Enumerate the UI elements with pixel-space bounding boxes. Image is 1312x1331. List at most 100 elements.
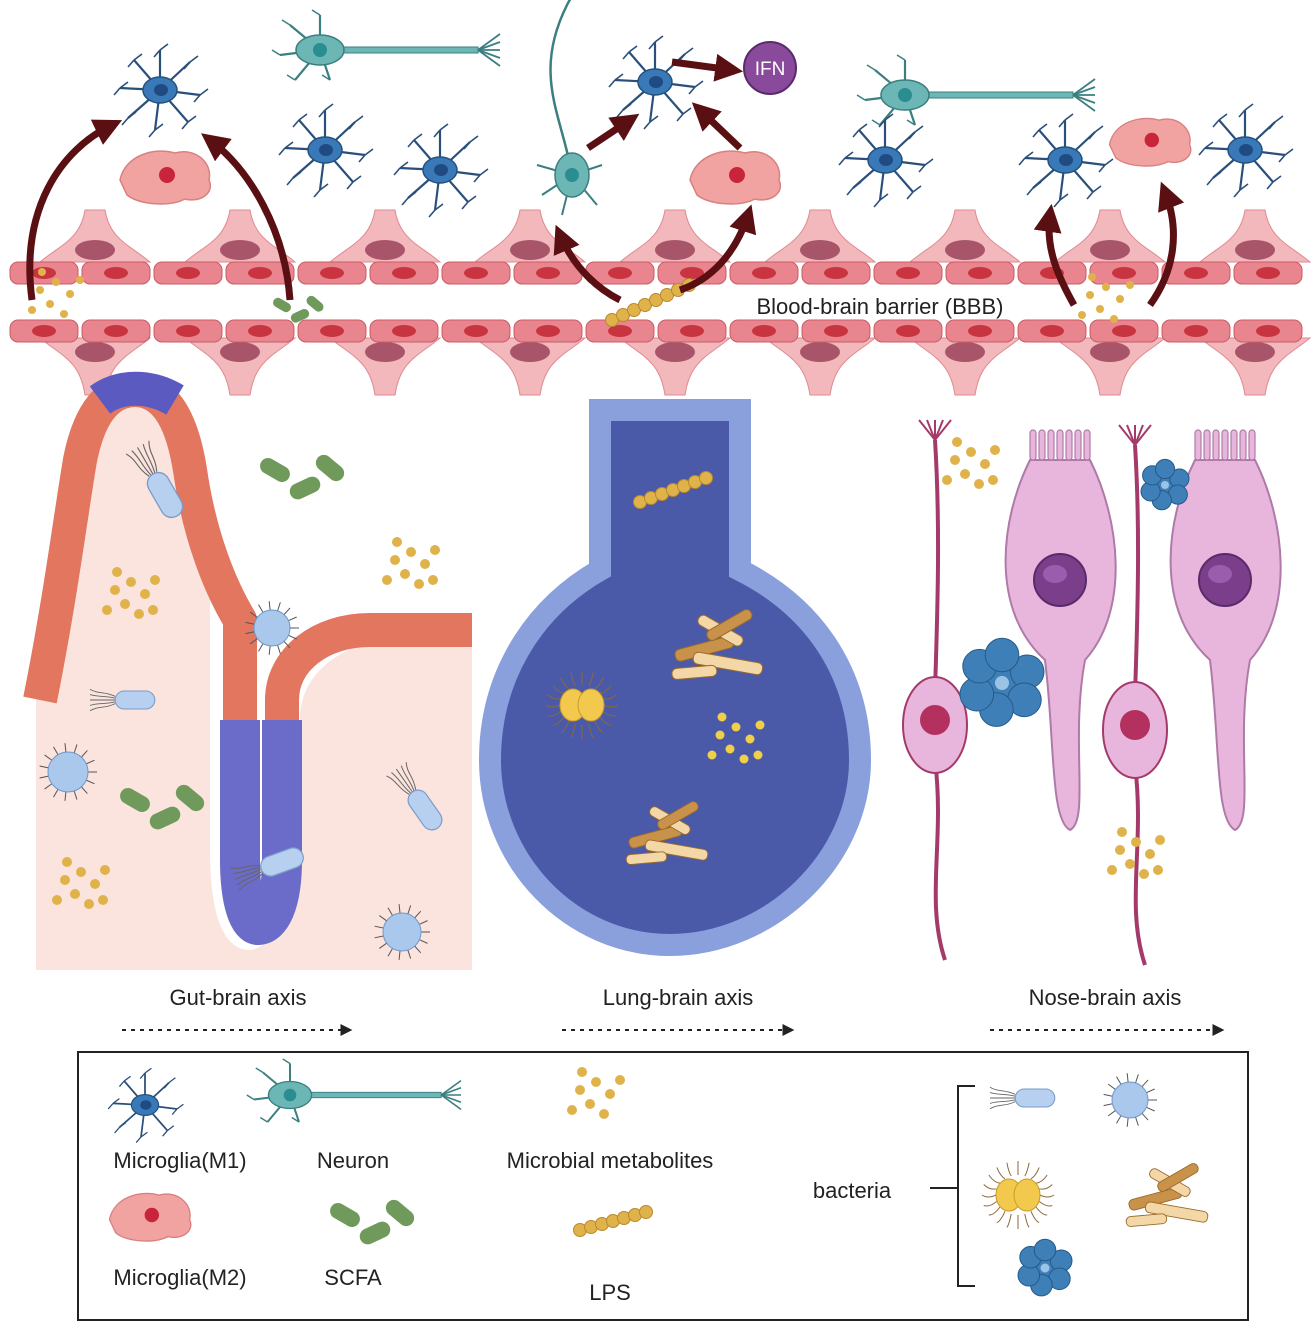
astrocyte-endfoot	[908, 337, 1022, 396]
rod-bacterium	[230, 847, 304, 891]
microglia-m1	[1018, 113, 1114, 208]
arrow-lung-right	[678, 204, 757, 294]
neuron	[246, 1058, 462, 1123]
astrocyte-endfoot	[183, 337, 297, 396]
rod-bacterium	[989, 1086, 1056, 1110]
neuron	[856, 54, 1096, 126]
rod-bacterium	[386, 762, 443, 831]
spiky-bacterium	[245, 601, 299, 655]
astrocyte-endfoot	[618, 337, 732, 396]
brain-cells-layer	[113, 0, 1294, 218]
arrow-gut-right	[201, 133, 294, 301]
astrocyte-endfoot	[1198, 337, 1312, 396]
endothelial-nucleus	[896, 325, 920, 337]
spiky-bacterium	[1103, 1073, 1157, 1127]
endothelial-nucleus	[392, 267, 416, 279]
microglia-m1	[113, 43, 209, 138]
bbb-label: Blood-brain barrier (BBB)	[757, 294, 1004, 319]
arrow-nose-right	[1147, 181, 1185, 308]
astrocyte-nucleus	[220, 240, 260, 260]
legend-box	[77, 1051, 1249, 1321]
microglia-m1	[393, 123, 489, 218]
lps-chain	[633, 471, 713, 509]
endothelial-nucleus	[1184, 267, 1208, 279]
blood-brain-barrier	[9, 209, 1312, 396]
arrow-m2-to-m1	[691, 102, 743, 151]
endothelial-nucleus	[968, 267, 992, 279]
astrocyte-nucleus	[365, 342, 405, 362]
lung-brain-axis-label: Lung-brain axis	[603, 985, 753, 1010]
endothelial-nucleus	[464, 267, 488, 279]
legend-scfa-label: SCFA	[324, 1265, 382, 1290]
cluster-bacterium	[1017, 1238, 1073, 1297]
endothelial-nucleus	[752, 325, 776, 337]
legend-microglia-m2-label: Microglia(M2)	[113, 1265, 246, 1290]
endothelial-nucleus	[104, 267, 128, 279]
legend-lps-label: LPS	[589, 1280, 631, 1305]
gut-crypt-epithelium	[220, 720, 302, 945]
arrow-lung-left	[553, 224, 622, 304]
microbial-metabolites	[942, 437, 1000, 489]
nose-panel	[902, 419, 1282, 966]
endothelial-nucleus	[536, 267, 560, 279]
microglia-m1	[107, 1067, 184, 1144]
cluster-bacterium	[959, 637, 1045, 727]
branched-bacterium	[1125, 1163, 1209, 1227]
lps-chain	[573, 1205, 653, 1237]
scfa	[273, 295, 324, 323]
migration-arrows	[26, 53, 1185, 308]
arrow-m1-to-ifn	[671, 53, 744, 82]
astrocyte-nucleus	[655, 240, 695, 260]
arrow-gut-left	[26, 119, 123, 301]
arrow-nose-left	[1033, 203, 1078, 307]
astrocyte-endfoot	[1198, 209, 1312, 263]
branched-bacterium	[625, 801, 709, 865]
gut-lumen-background	[36, 400, 472, 970]
microglia-m2	[689, 150, 782, 205]
legend: Microglia(M1) Neuron Microbial metabolit…	[77, 1051, 1249, 1321]
lung-panel	[478, 399, 872, 957]
ifn-label: IFN	[755, 59, 786, 80]
legend-neuron-label: Neuron	[317, 1148, 389, 1173]
microglia-m1	[278, 103, 374, 198]
astrocyte-nucleus	[800, 240, 840, 260]
neuron	[536, 0, 603, 216]
astrocyte-nucleus	[1090, 240, 1130, 260]
astrocyte-endfoot	[38, 209, 152, 263]
astrocyte-nucleus	[510, 342, 550, 362]
diplococcus-bacterium	[981, 1161, 1055, 1229]
endothelial-nucleus	[1184, 325, 1208, 337]
astrocyte-nucleus	[1235, 240, 1275, 260]
endothelial-nucleus	[680, 325, 704, 337]
endothelial-nucleus	[752, 267, 776, 279]
microbial-metabolites	[52, 857, 110, 909]
endothelial-nucleus	[536, 325, 560, 337]
branched-bacterium	[671, 609, 764, 680]
endothelial-nucleus	[248, 267, 272, 279]
scfa	[330, 1199, 415, 1245]
astrocyte-nucleus	[800, 342, 840, 362]
microglia-m1	[838, 113, 934, 208]
astrocyte-nucleus	[220, 342, 260, 362]
microbial-metabolites	[102, 567, 160, 619]
astrocyte-nucleus	[510, 240, 550, 260]
microbial-metabolites	[707, 712, 765, 764]
astrocyte-endfoot	[763, 209, 877, 263]
endothelial-nucleus	[824, 325, 848, 337]
astrocyte-endfoot	[908, 209, 1022, 263]
microbial-metabolites	[567, 1067, 625, 1119]
rod-bacterium	[125, 440, 184, 519]
endothelial-nucleus	[1040, 325, 1064, 337]
astrocyte-nucleus	[945, 342, 985, 362]
endothelial-nucleus	[824, 267, 848, 279]
endothelial-nucleus	[1112, 267, 1136, 279]
endothelial-nucleus	[608, 267, 632, 279]
endothelial-nucleus	[320, 325, 344, 337]
legend-bacteria-bracket	[930, 1085, 975, 1287]
microbial-metabolites	[1078, 273, 1134, 323]
endothelial-nucleus	[320, 267, 344, 279]
microbial-metabolites	[1107, 827, 1165, 879]
astrocyte-nucleus	[75, 240, 115, 260]
olfactory-neuron	[1102, 424, 1168, 966]
